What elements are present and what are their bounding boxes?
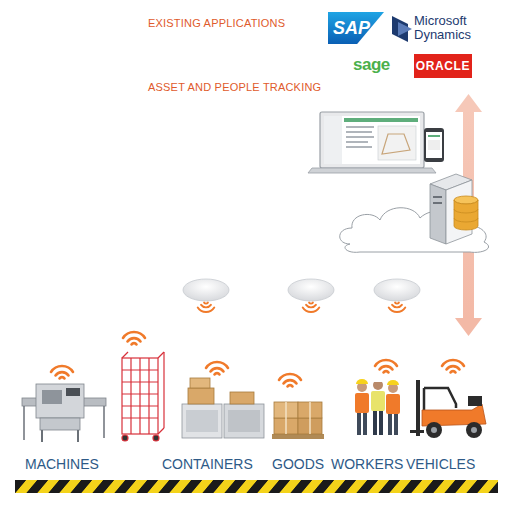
sap-logo: SAP bbox=[328, 12, 384, 44]
asset-label: CONTAINERS bbox=[162, 456, 253, 472]
asset-label: VEHICLES bbox=[406, 456, 475, 472]
asset-label: WORKERS bbox=[331, 456, 403, 472]
ceiling-sensor bbox=[183, 279, 229, 312]
goods-pallet bbox=[272, 402, 324, 439]
forklift bbox=[410, 380, 486, 438]
logo-text: ORACLE bbox=[414, 59, 472, 73]
asset-label: MACHINES bbox=[25, 456, 99, 472]
logo-shape bbox=[328, 12, 384, 44]
hazard-stripe bbox=[15, 480, 498, 493]
ceiling-sensor bbox=[288, 279, 334, 312]
logo-text: SAP bbox=[333, 18, 370, 39]
oracle-logo: ORACLE bbox=[414, 54, 472, 78]
workers bbox=[355, 377, 400, 435]
ceiling-sensor bbox=[374, 279, 420, 312]
section-heading: EXISTING APPLICATIONS bbox=[148, 17, 285, 29]
containers bbox=[182, 378, 264, 438]
tag-signal bbox=[51, 332, 464, 387]
logo-shape bbox=[414, 54, 472, 78]
server bbox=[430, 174, 478, 244]
roll-cage bbox=[122, 352, 164, 441]
asset-label: GOODS bbox=[272, 456, 324, 472]
logo-text: sage bbox=[353, 55, 390, 75]
machine bbox=[22, 384, 106, 442]
double-arrow bbox=[455, 94, 482, 336]
laptop-dashboard bbox=[308, 112, 436, 173]
phone bbox=[424, 128, 444, 162]
logo-text: Microsoft Dynamics bbox=[414, 14, 478, 42]
section-heading: ASSET AND PEOPLE TRACKING bbox=[148, 81, 321, 93]
dynamics-icon bbox=[392, 16, 412, 42]
